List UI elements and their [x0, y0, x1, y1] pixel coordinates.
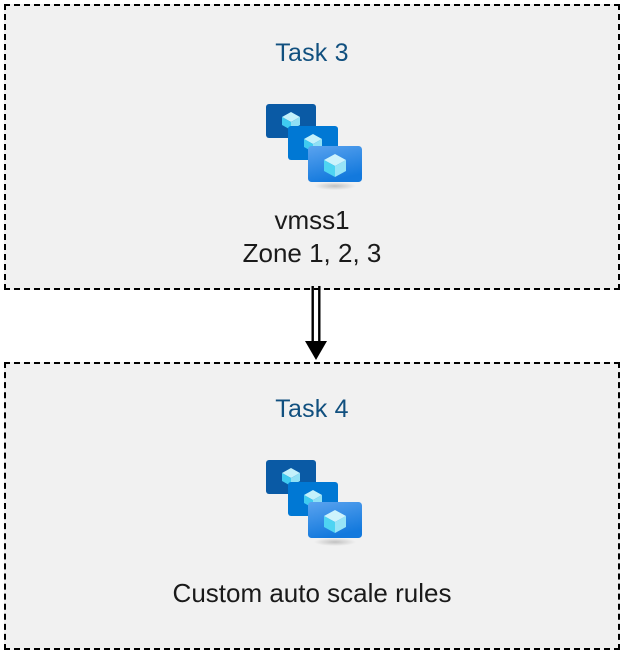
- task-box-task-3[interactable]: Task 3: [4, 4, 620, 290]
- task-box-task-4[interactable]: Task 4: [4, 362, 620, 650]
- down-arrow-connector: [296, 286, 336, 364]
- task-box-title: Task 4: [275, 395, 349, 423]
- task-box-caption-line: vmss1: [274, 205, 350, 235]
- azure-vm-scale-set-icon: [260, 98, 364, 190]
- task-box-caption-line: Zone 1, 2, 3: [242, 238, 382, 268]
- azure-vm-scale-set-icon: [260, 454, 364, 546]
- task-box-title: Task 3: [275, 39, 349, 67]
- task-box-caption-line: Custom auto scale rules: [172, 578, 452, 608]
